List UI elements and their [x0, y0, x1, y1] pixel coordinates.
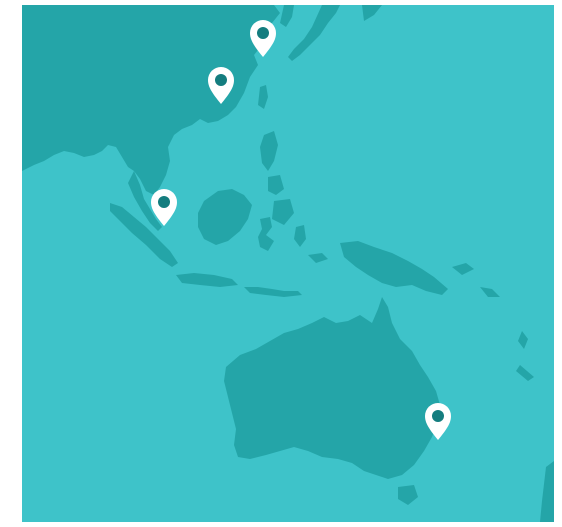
landmass-japan — [288, 5, 340, 61]
landmass-new-guinea — [340, 241, 448, 295]
landmass-luzon — [260, 131, 278, 171]
landmass-sulawesi — [258, 217, 274, 251]
map-pin-icon[interactable] — [250, 20, 276, 57]
landmass-solomon-islands — [480, 287, 500, 297]
landmass-australia — [224, 297, 440, 479]
map-svg[interactable] — [22, 5, 554, 522]
map-markers — [151, 20, 451, 440]
map-pin-icon[interactable] — [208, 67, 234, 104]
landmass-java — [176, 273, 238, 287]
landmass-new-zealand — [540, 461, 554, 522]
landmass-vanuatu — [518, 331, 528, 349]
landmass-korea — [280, 5, 294, 27]
landmass-tasmania — [398, 485, 418, 505]
landmass-moluccas — [294, 225, 306, 247]
landmass-visayas — [268, 175, 284, 195]
landmass-sumatra — [110, 203, 178, 267]
map-container[interactable] — [22, 5, 554, 522]
landmass-japan-north — [362, 5, 382, 21]
map-pin-icon[interactable] — [425, 403, 451, 440]
map-pin-icon[interactable] — [151, 189, 177, 226]
landmass-borneo — [198, 189, 252, 245]
landmass-seram — [308, 253, 328, 263]
landmass-malay-peninsula — [128, 171, 162, 231]
landmass-taiwan — [258, 85, 268, 109]
landmass-asia — [22, 5, 280, 195]
landmass-new-britain — [452, 263, 474, 275]
landmass-new-caledonia — [516, 365, 534, 381]
land-masses — [22, 5, 554, 522]
landmass-mindanao — [272, 199, 294, 225]
landmass-lesser-sunda — [244, 287, 302, 297]
